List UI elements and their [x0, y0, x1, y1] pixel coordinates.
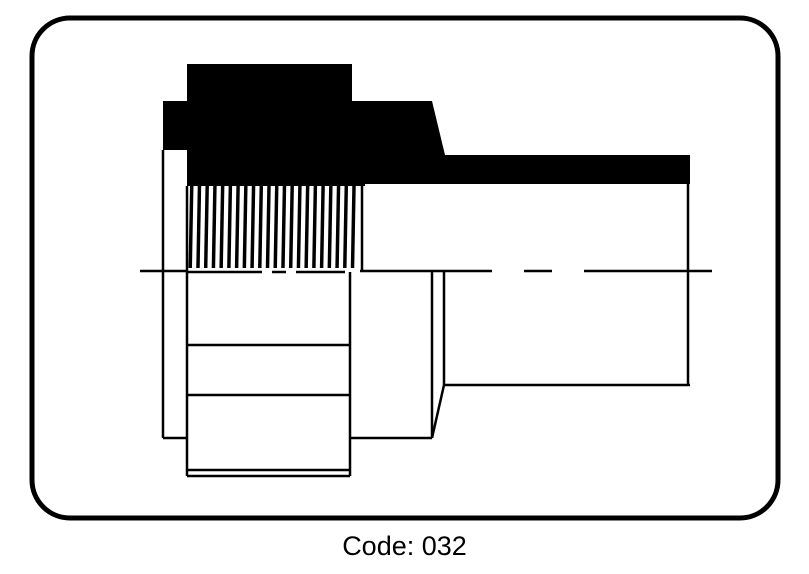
thread-tooth [219, 186, 225, 268]
thread-tooth [227, 186, 233, 268]
thread-tooth [258, 186, 264, 268]
thread-tooth [296, 186, 302, 268]
fitting-section-diagram [29, 15, 781, 521]
thread-tooth [327, 186, 333, 268]
thread-tooth [335, 186, 341, 268]
thread-tooth [304, 186, 310, 268]
fitting-upper-section [163, 64, 690, 186]
thread-tooth [288, 186, 294, 268]
thread-tooth [250, 186, 256, 268]
thread-tooth [350, 186, 356, 268]
thread-tooth [343, 186, 349, 268]
thread-tooth [196, 186, 202, 268]
thread-tooth [203, 186, 209, 268]
thread-teeth [188, 186, 356, 268]
thread-tooth [211, 186, 217, 268]
thread-tooth [234, 186, 240, 268]
diagram-caption: Code: 032 [342, 531, 467, 561]
thread-tooth [319, 186, 325, 268]
thread-tooth [188, 186, 194, 268]
thread-tooth [312, 186, 318, 268]
thread-tooth [281, 186, 287, 268]
diagram-frame [29, 15, 781, 521]
thread-tooth [273, 186, 279, 268]
thread-tooth [242, 186, 248, 268]
fitting-outline [161, 150, 690, 478]
thread-tooth [265, 186, 271, 268]
